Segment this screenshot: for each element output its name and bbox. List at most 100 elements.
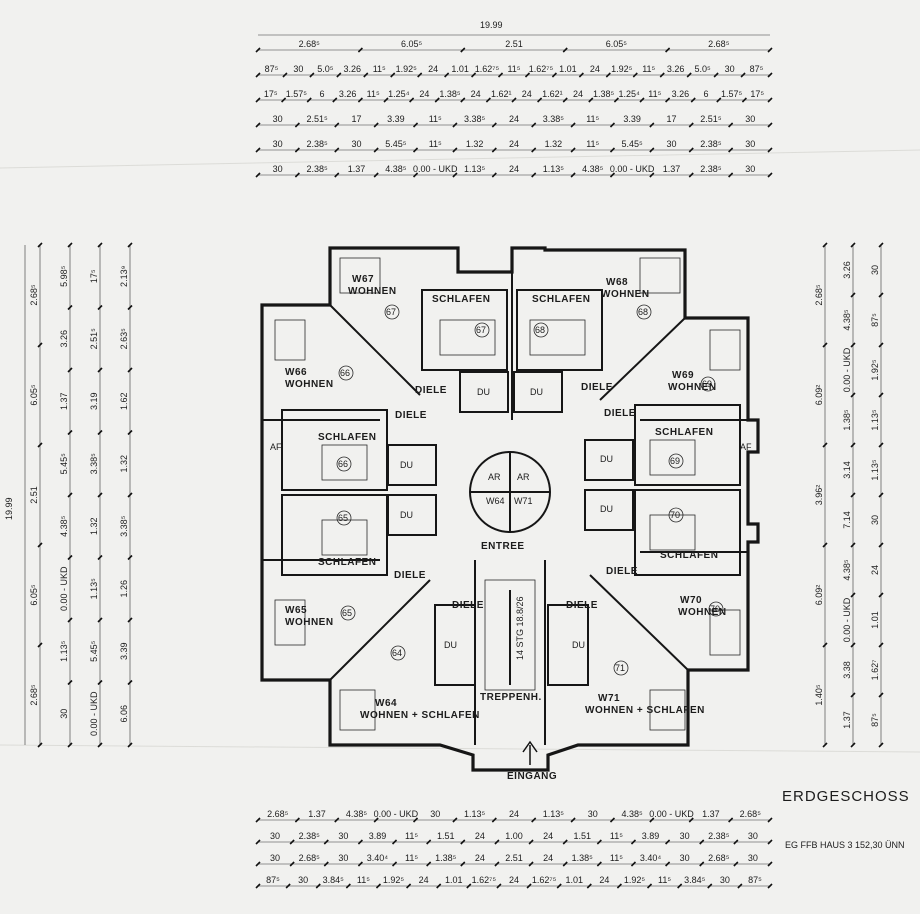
unit-bedroom-w69: SCHLAFEN (655, 427, 713, 438)
dimension-value: 1.62¹ (491, 89, 512, 99)
dimension-value: 30 (667, 139, 677, 149)
dimension-value: 6.05⁵ (29, 384, 39, 406)
central-core: AR AR W64 W71 (469, 451, 551, 533)
dimension-value: 3.26 (842, 261, 852, 279)
dimension-tick (609, 817, 616, 823)
dimension-tick (309, 72, 315, 78)
dimension-tick (491, 172, 497, 178)
dimension-value: 3.38⁵ (543, 114, 565, 124)
sofa-icon (639, 257, 681, 294)
dimension-tick (878, 692, 884, 698)
dimension-value: 30 (680, 831, 690, 841)
dimension-tick (409, 97, 415, 103)
stair-note: 14 STG 18.8/26 (515, 596, 525, 660)
paper-fold (0, 149, 920, 169)
marker-71: 71 (615, 663, 625, 673)
dimension-value: 2.38⁵ (700, 164, 722, 174)
dimension-value: 1.13⁵ (464, 809, 486, 819)
dimension-tick (646, 883, 653, 889)
dimension-tick (460, 839, 466, 845)
dimension-tick (659, 72, 665, 78)
dimension-value: 3.14 (842, 461, 852, 479)
dimension-tick (67, 617, 73, 623)
dimension-tick (127, 554, 133, 561)
dimension-value: 1.92⁵ (396, 64, 418, 74)
hall-label: DIELE (566, 600, 598, 611)
dimension-tick (526, 883, 532, 889)
dimension-tick (67, 742, 73, 748)
dimension-value: 30 (338, 853, 348, 863)
dimension-value: 2.68⁵ (299, 853, 321, 863)
core-label-w64: W64 (486, 496, 505, 506)
dimension-tick (578, 72, 584, 78)
dimension-tick (294, 147, 300, 153)
dimension-value: 3.38⁵ (464, 114, 486, 124)
dimension-value: 11⁵ (367, 89, 380, 99)
bath-label: DU (400, 510, 413, 520)
dimension-tick (677, 883, 683, 889)
dimension-tick (609, 147, 616, 153)
dimension-value: 0.00 - UKD (610, 164, 655, 174)
dimension-value: 1.01 (445, 875, 463, 885)
utility-label: AF (270, 442, 282, 452)
dimension-tick (665, 861, 671, 867)
entrance-arrow-icon (522, 740, 538, 765)
dimension-value: 0.00 - UKD (842, 347, 852, 392)
dimension-tick (878, 592, 884, 598)
dimension-value: 11⁵ (610, 853, 623, 863)
dimension-value: 2.68⁵ (814, 284, 824, 306)
dimension-value: 2.38⁵ (306, 139, 328, 149)
bedroom-67 (421, 289, 508, 371)
dimension-value: 87⁵ (870, 713, 880, 727)
unit-bedroom-w66: SCHLAFEN (318, 432, 376, 443)
core-label-ar-right: AR (517, 472, 530, 482)
dimension-value: 1.62⁷⁵ (532, 875, 557, 885)
dimension-value: 24 (509, 809, 519, 819)
dimension-tick (596, 839, 602, 845)
dimension-value: 5.45⁵ (59, 453, 69, 475)
dimension-value: 1.32 (119, 455, 129, 473)
dimension-tick (127, 304, 133, 311)
dimension-tick (255, 122, 261, 128)
dimension-value: 30 (748, 831, 758, 841)
bath-64 (434, 604, 476, 686)
dimension-value: 2.51 (505, 39, 523, 49)
dimension-value: 3.26 (344, 64, 362, 74)
dimension-tick (822, 342, 828, 348)
dimension-tick (728, 122, 734, 128)
dimension-value: 2.51⁵ (700, 114, 722, 124)
dimension-value: 3.84⁵ (684, 875, 706, 885)
dimension-tick (690, 97, 696, 103)
unit-code-w70: W70 (680, 595, 702, 606)
dimension-tick (412, 172, 419, 178)
dimension-tick (97, 242, 103, 248)
bed-icon (649, 514, 696, 551)
dimension-tick (334, 147, 340, 153)
overall-dimension-top: 19.99 (480, 20, 503, 30)
dimension-tick (444, 72, 450, 78)
dimension-value: 24 (475, 831, 485, 841)
bath-71 (547, 604, 589, 686)
dimension-value: 30 (270, 853, 280, 863)
dimension-value: 1.92⁵ (870, 359, 880, 381)
dimension-value: 1.38⁵ (842, 409, 852, 431)
bed-icon (321, 519, 368, 556)
dimension-value: 17⁵ (264, 89, 278, 99)
dimension-value: 1.38⁵ (439, 89, 461, 99)
dimension-value: 30 (720, 875, 730, 885)
dimension-value: 1.92⁵ (611, 64, 633, 74)
dimension-value: 1.32 (545, 139, 563, 149)
dimension-value: 1.13⁵ (89, 578, 99, 600)
dimension-value: 3.40⁴ (640, 853, 662, 863)
dimension-value: 1.38⁵ (572, 853, 594, 863)
dimension-tick (609, 122, 616, 128)
marker-66-living: 66 (340, 368, 350, 378)
unit-code-w66: W66 (285, 367, 307, 378)
dimension-value: 11⁵ (429, 114, 442, 124)
unit-living-w66: WOHNEN (285, 379, 334, 390)
dimension-value: 6 (703, 89, 708, 99)
dimension-tick (570, 817, 576, 823)
dimension-value: 30 (725, 64, 735, 74)
dimension-value: 2.51⁵ (306, 114, 328, 124)
